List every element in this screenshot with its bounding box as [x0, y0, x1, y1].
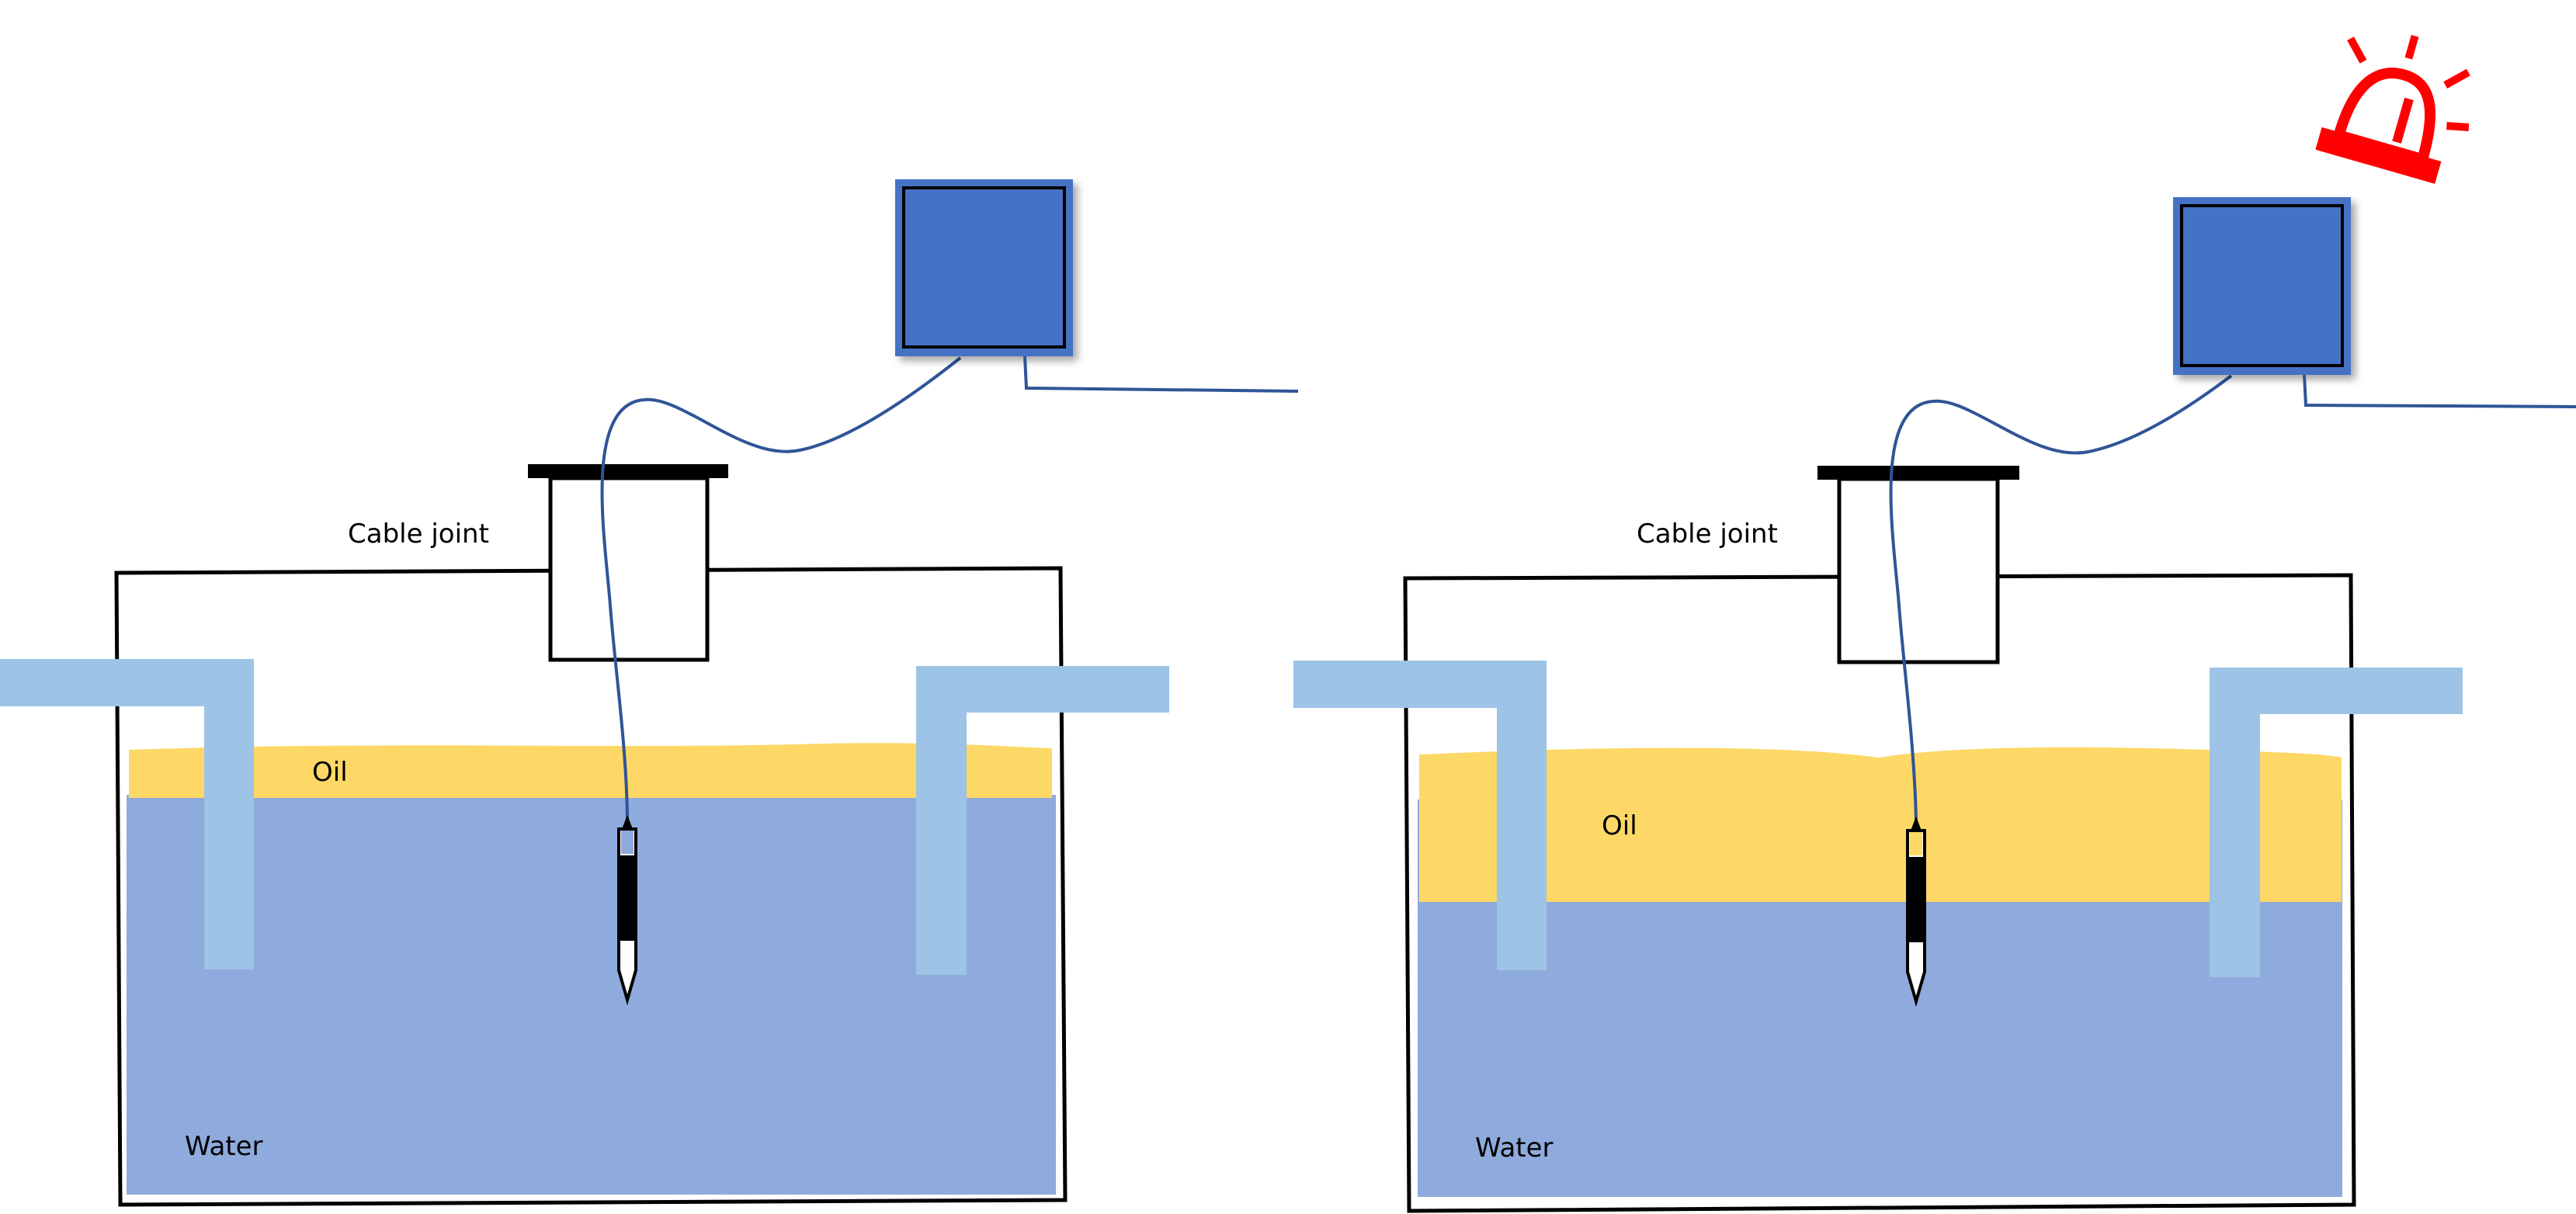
- tank-outline: [114, 566, 1068, 1207]
- signal-line: [2303, 374, 2576, 408]
- signal-line: [1023, 356, 1299, 393]
- controller-box-icon: [895, 179, 1073, 356]
- label-cable-joint: Cable joint: [1637, 519, 1778, 550]
- controller-box-icon: [2173, 197, 2351, 375]
- label-oil: Oil: [1602, 810, 1637, 841]
- label-water: Water: [185, 1131, 263, 1162]
- inlet-pipe: [1293, 661, 1547, 970]
- water-layer: [127, 795, 1056, 1195]
- panel-normal: Cable joint Oil Water: [0, 179, 1299, 1207]
- oil-layer: [129, 743, 1052, 798]
- tank-outline: [1403, 573, 2356, 1213]
- outlet-pipe: [2210, 668, 2463, 977]
- sensor-cable: [600, 356, 962, 820]
- cable-joint-housing: [1837, 477, 2000, 664]
- sensor-cable: [1889, 374, 2233, 822]
- inlet-pipe: [0, 659, 254, 969]
- oil-layer: [1419, 747, 2342, 902]
- sensor-probe-icon: [1906, 817, 1926, 1008]
- sensor-probe-icon: [617, 815, 637, 1006]
- cable-joint-lid: [528, 464, 728, 478]
- label-cable-joint: Cable joint: [348, 519, 489, 550]
- label-water: Water: [1475, 1132, 1554, 1164]
- outlet-pipe: [916, 666, 1169, 975]
- label-oil: Oil: [312, 757, 348, 788]
- panel-alarm: Cable joint Oil Water: [1293, 35, 2576, 1213]
- cable-joint-lid: [1817, 466, 2019, 480]
- cable-joint-housing: [548, 476, 710, 662]
- alarm-beacon-icon: [2315, 35, 2470, 184]
